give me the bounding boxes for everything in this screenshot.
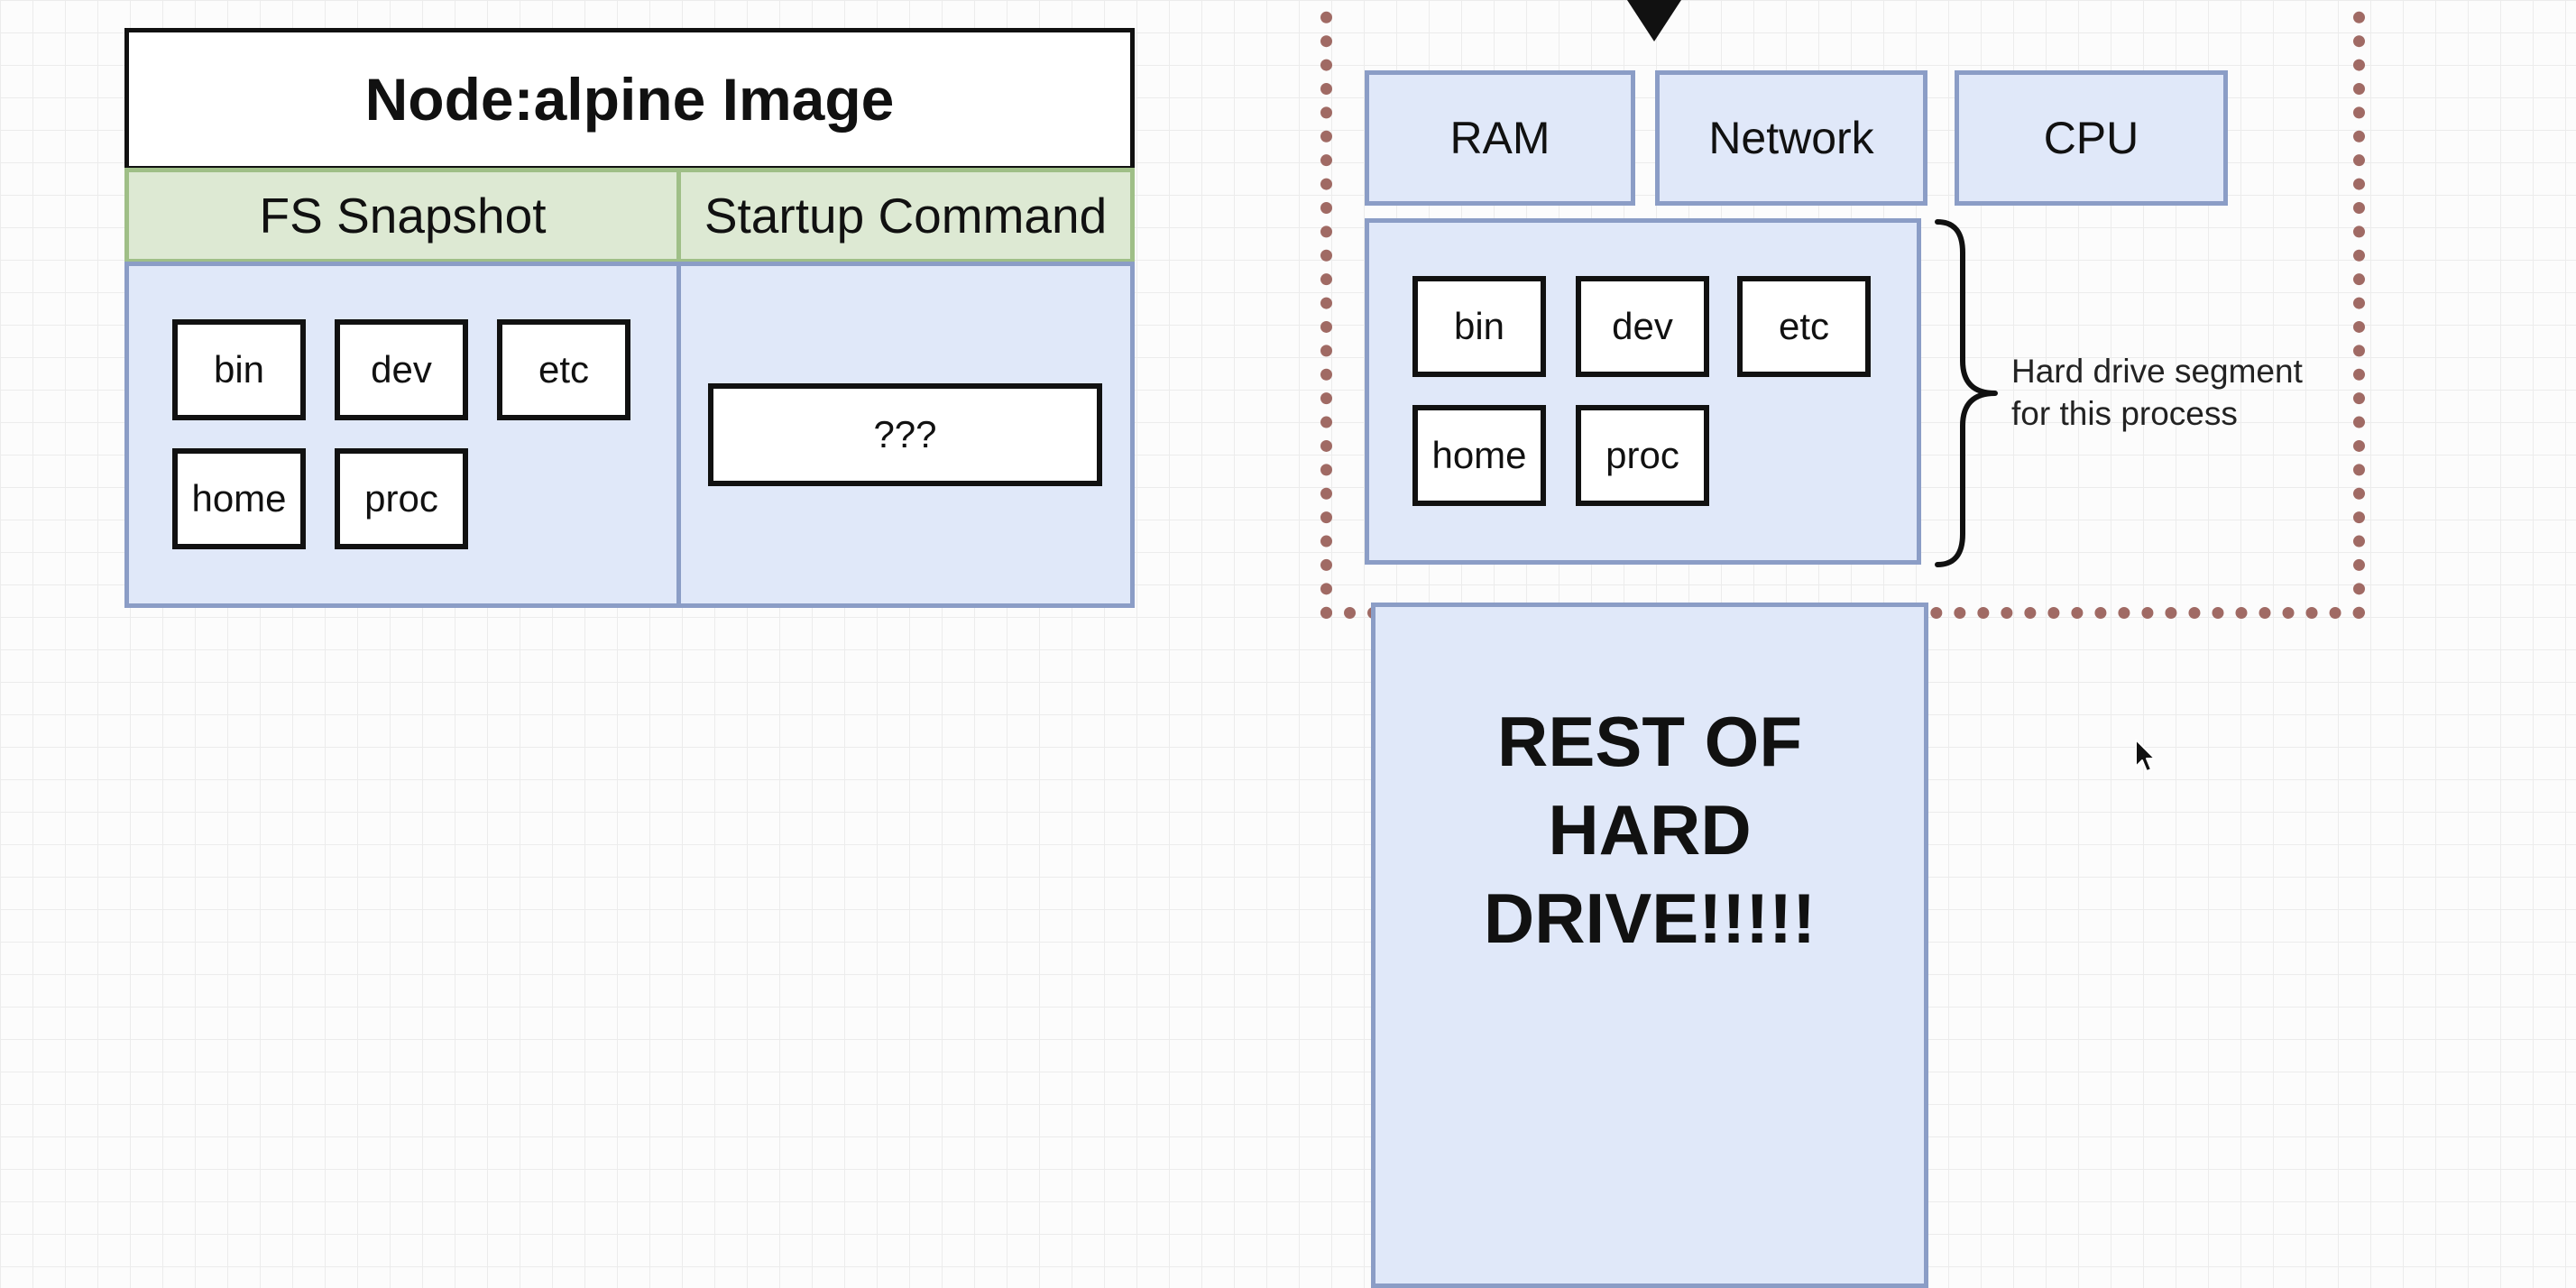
process-dir-home: home <box>1412 405 1546 506</box>
curly-brace-icon <box>1935 219 1998 567</box>
hard-drive-segment-label: Hard drive segment for this process <box>2011 350 2390 435</box>
fs-snapshot-header: FS Snapshot <box>124 168 681 263</box>
hard-drive-segment-panel <box>1365 218 1921 565</box>
rest-of-drive-line1: REST OF <box>1496 702 1802 781</box>
fs-snapshot-panel <box>124 262 681 608</box>
mouse-cursor-icon <box>2135 739 2156 772</box>
process-dir-dev: dev <box>1576 276 1709 377</box>
image-dir-bin: bin <box>172 319 306 420</box>
segment-label-line1: Hard drive segment <box>2011 353 2303 390</box>
rest-of-drive-line2: HARD <box>1548 790 1752 869</box>
process-dir-bin: bin <box>1412 276 1546 377</box>
startup-command-value: ??? <box>708 383 1102 486</box>
process-dir-proc: proc <box>1576 405 1709 506</box>
image-dir-dev: dev <box>335 319 468 420</box>
image-title: Node:alpine Image <box>124 28 1135 170</box>
network-box: Network <box>1655 70 1927 206</box>
rest-of-drive-line3: DRIVE!!!!! <box>1483 879 1817 958</box>
image-dir-home: home <box>172 448 306 549</box>
process-dir-etc: etc <box>1737 276 1871 377</box>
rest-of-hard-drive-block: REST OF HARD DRIVE!!!!! <box>1371 603 1928 1288</box>
image-dir-proc: proc <box>335 448 468 549</box>
cpu-box: CPU <box>1955 70 2228 206</box>
image-dir-etc: etc <box>497 319 630 420</box>
ram-box: RAM <box>1365 70 1635 206</box>
startup-command-header: Startup Command <box>676 168 1135 263</box>
arrow-down-icon <box>1627 0 1681 41</box>
segment-label-line2: for this process <box>2011 395 2238 432</box>
